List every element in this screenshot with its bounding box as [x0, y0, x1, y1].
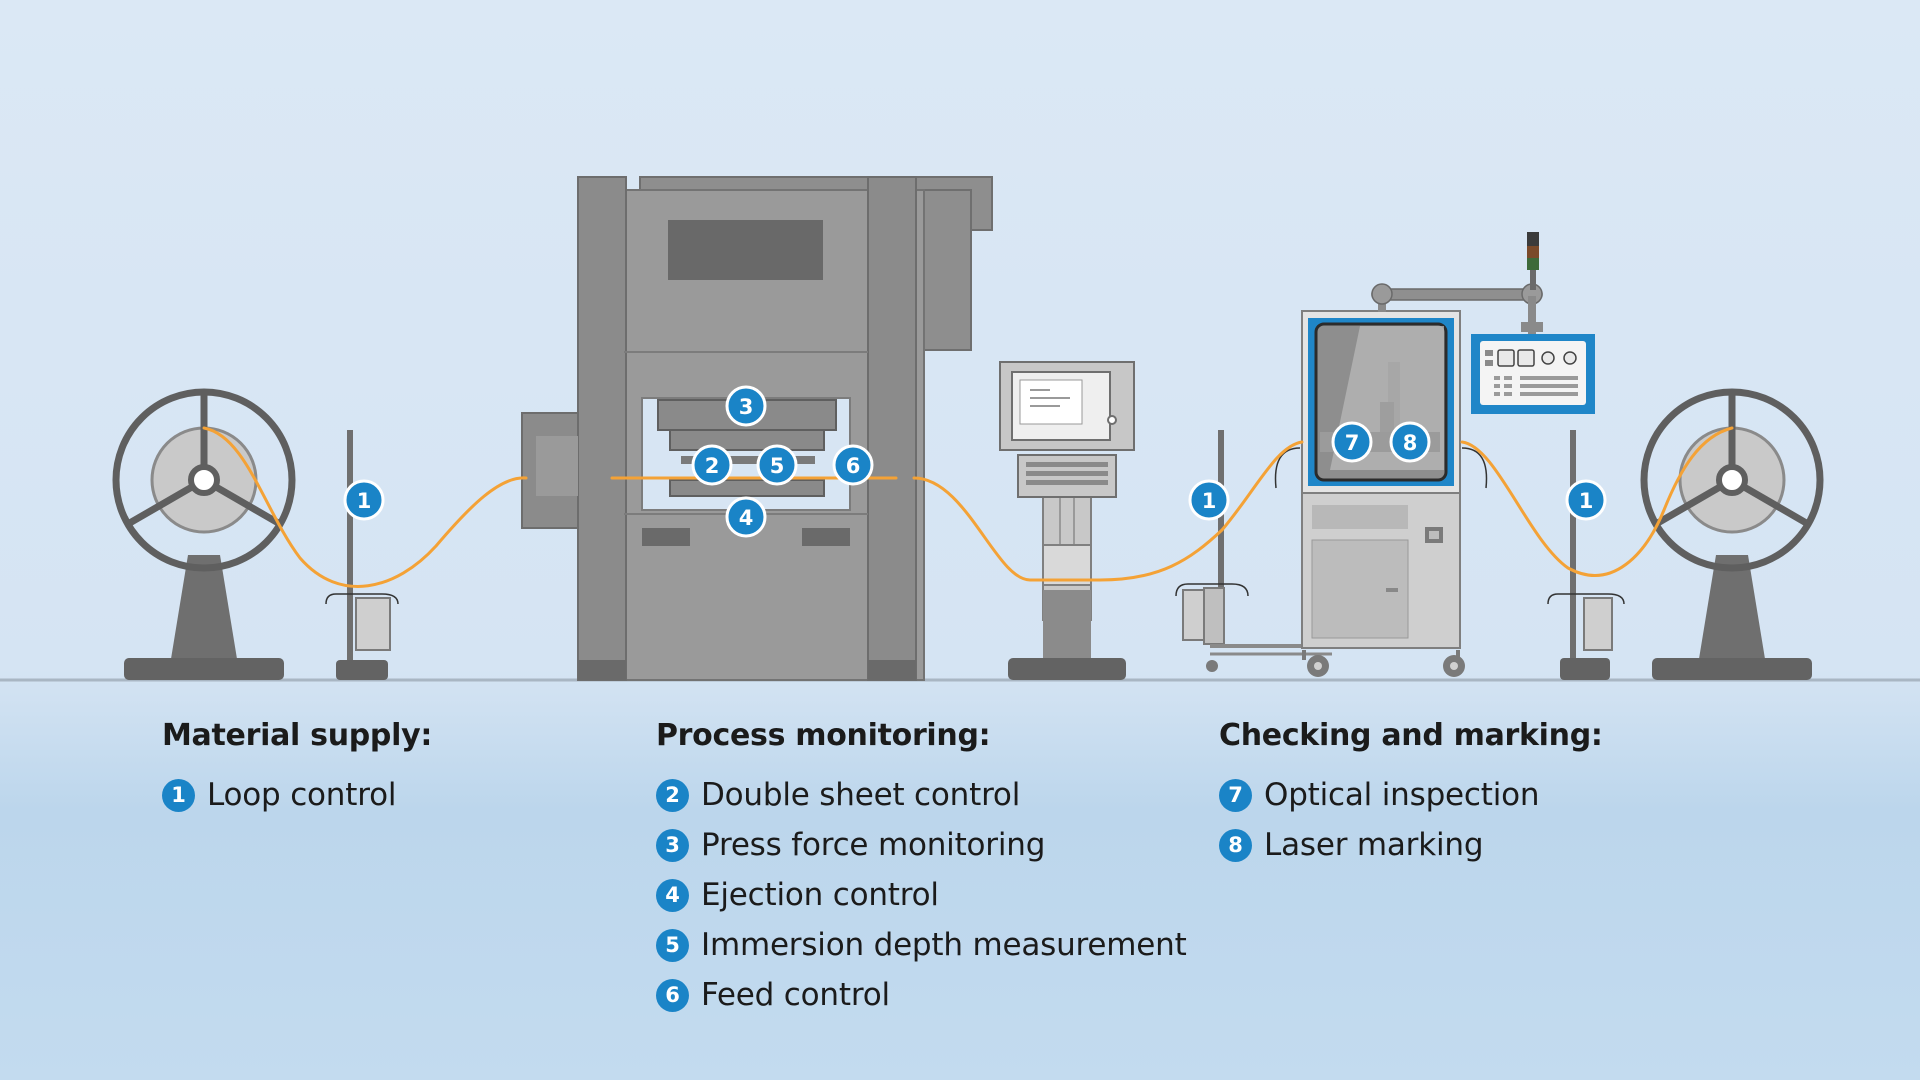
svg-text:3: 3: [739, 395, 754, 419]
legend-item-feed-control: 6 Feed control: [656, 970, 1187, 1020]
marker-ejection: 4: [725, 496, 767, 538]
marker-immersion: 5: [756, 444, 798, 486]
loop-stand-left: [325, 430, 399, 680]
number-badge: 2: [656, 778, 689, 812]
legend-item-immersion-depth: 5 Immersion depth measurement: [656, 920, 1187, 970]
marker-double-sheet: 2: [691, 444, 733, 486]
svg-text:1: 1: [357, 489, 372, 513]
legend-item-label: Loop control: [207, 777, 397, 813]
number-badge: 1: [162, 778, 195, 812]
number-badge: 5: [656, 928, 689, 962]
legend-item-optical-inspection: 7 Optical inspection: [1219, 770, 1603, 820]
legend-item-label: Optical inspection: [1264, 777, 1540, 813]
svg-text:7: 7: [1345, 431, 1360, 455]
legend-item-label: Ejection control: [701, 877, 939, 913]
legend-title-process-monitoring: Process monitoring:: [656, 718, 991, 753]
legend-item-loop-control: 1 Loop control: [162, 770, 432, 820]
svg-text:8: 8: [1403, 431, 1418, 455]
legend-item-label: Press force monitoring: [701, 827, 1046, 863]
svg-text:6: 6: [846, 454, 861, 478]
legend-item-double-sheet-control: 2 Double sheet control: [656, 770, 1187, 820]
legend-item-laser-marking: 8 Laser marking: [1219, 820, 1603, 870]
legend-checking-marking: Checking and marking: 7 Optical inspecti…: [1219, 718, 1603, 870]
decoiler-left: [112, 388, 296, 680]
number-badge: 4: [656, 878, 689, 912]
marker-press-force: 3: [725, 385, 767, 427]
number-badge: 7: [1219, 778, 1252, 812]
svg-text:1: 1: [1202, 489, 1217, 513]
legend-item-press-force-monitoring: 3 Press force monitoring: [656, 820, 1187, 870]
loop-stand-right: [1547, 430, 1625, 680]
svg-text:1: 1: [1579, 489, 1594, 513]
legend-title-material-supply: Material supply:: [162, 718, 433, 753]
hmi-panel: [1471, 334, 1595, 414]
number-badge: 8: [1219, 828, 1252, 862]
marker-laser: 8: [1389, 421, 1431, 463]
marker-feed: 6: [832, 444, 874, 486]
marker-optical: 7: [1331, 421, 1373, 463]
marker-loop-right: 1: [1565, 479, 1607, 521]
svg-text:4: 4: [739, 506, 754, 530]
legend-material-supply: Material supply: 1 Loop control: [162, 718, 432, 820]
press-machine: [521, 176, 993, 681]
legend-item-label: Double sheet control: [701, 777, 1021, 813]
legend-process-monitoring: Process monitoring: 2 Double sheet contr…: [656, 718, 1187, 1020]
number-badge: 3: [656, 828, 689, 862]
recoiler-right: [1640, 388, 1824, 680]
marker-loop-middle: 1: [1188, 479, 1230, 521]
legend-title-checking-marking: Checking and marking:: [1219, 718, 1603, 753]
legend-item-ejection-control: 4 Ejection control: [656, 870, 1187, 920]
legend-item-label: Feed control: [701, 977, 890, 1013]
material-strip: [202, 426, 1734, 588]
svg-text:5: 5: [770, 454, 785, 478]
legend-item-label: Immersion depth measurement: [701, 927, 1187, 963]
svg-text:2: 2: [705, 454, 720, 478]
marker-loop-left: 1: [343, 479, 385, 521]
number-badge: 6: [656, 978, 689, 1012]
control-terminal: [999, 361, 1135, 680]
legend-item-label: Laser marking: [1264, 827, 1484, 863]
